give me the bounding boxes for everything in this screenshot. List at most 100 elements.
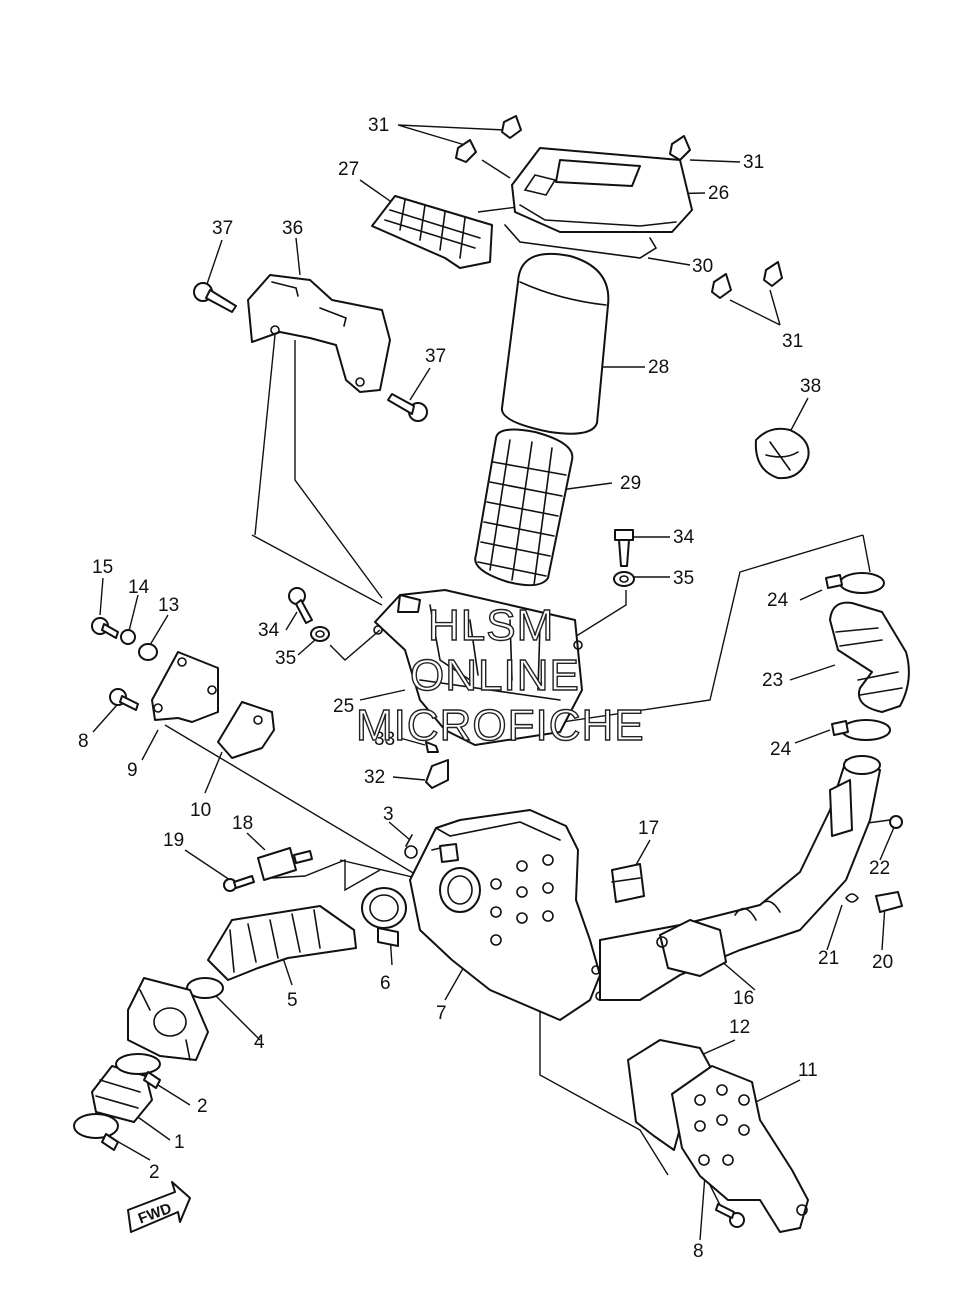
- callout-10: 10: [190, 800, 211, 821]
- clip-31-a: [455, 115, 522, 163]
- bolt-8-b: [715, 1203, 745, 1228]
- callout-33: 33: [374, 729, 395, 750]
- callout-22: 22: [869, 858, 890, 879]
- callout-29: 29: [620, 473, 641, 494]
- callout-2: 2: [149, 1162, 160, 1183]
- callout-1: 1: [174, 1132, 185, 1153]
- clamp-38: [754, 427, 810, 480]
- clip-21: [845, 893, 860, 903]
- callout-9: 9: [127, 760, 138, 781]
- clip-3: [404, 834, 418, 859]
- sensor-18: [257, 847, 313, 881]
- clamp-2-a: [115, 1053, 161, 1089]
- element-27: [371, 195, 493, 269]
- bracket-9: [151, 651, 219, 723]
- collar-13: [138, 643, 158, 661]
- callout-28: 28: [648, 357, 669, 378]
- callout-11: 11: [798, 1060, 818, 1081]
- bolt-8-a: [109, 688, 139, 711]
- callout-26: 26: [708, 183, 729, 204]
- gasket-30: [504, 224, 658, 259]
- watermark-line-1: HLSM: [428, 601, 554, 650]
- callout-35: 35: [673, 568, 694, 589]
- fwd-arrow: FWD: [127, 1181, 191, 1233]
- protector-11: [671, 1065, 809, 1233]
- callout-24: 24: [767, 590, 789, 611]
- callout-16: 16: [733, 988, 754, 1009]
- callout-31: 31: [743, 152, 764, 173]
- callout-labels: 31 31 31 27 26 30 37 36 37 28 38 29 34 3…: [78, 115, 893, 1262]
- callout-36: 36: [282, 218, 303, 239]
- callout-34: 34: [673, 527, 695, 548]
- callout-7: 7: [436, 1003, 447, 1024]
- cover-36: [247, 274, 391, 393]
- bracket-10: [217, 701, 275, 759]
- callout-25: 25: [333, 696, 354, 717]
- callout-13: 13: [158, 595, 179, 616]
- nut-14: [120, 629, 136, 645]
- air-cleaner-cover: [511, 147, 693, 233]
- callout-20: 20: [872, 952, 893, 973]
- element-28: [501, 252, 610, 435]
- watermark: HLSM ONLINE MICROFICHE: [355, 600, 645, 750]
- callout-32: 32: [364, 767, 385, 788]
- callout-3: 3: [383, 804, 394, 825]
- bolt-37-a: [193, 282, 237, 313]
- callout-19: 19: [163, 830, 184, 851]
- damper-17: [611, 863, 645, 903]
- callout-15: 15: [92, 557, 113, 578]
- ring-4: [186, 977, 224, 999]
- clip-31-b: [669, 135, 691, 161]
- callout-23: 23: [762, 670, 783, 691]
- cap-20: [875, 891, 903, 913]
- callout-4: 4: [254, 1032, 265, 1053]
- leader-lines: [92, 124, 896, 1241]
- callout-24: 24: [770, 739, 792, 760]
- callout-35: 35: [275, 648, 296, 669]
- callout-31: 31: [782, 331, 803, 352]
- callout-34: 34: [258, 620, 280, 641]
- bolt-22: [889, 815, 903, 829]
- screw-33: [425, 741, 439, 753]
- washer-35-b: [310, 626, 330, 642]
- joint-1: [91, 1065, 153, 1123]
- throttle-body-1: [127, 977, 209, 1061]
- clamp-16: [656, 919, 727, 977]
- case-25: [373, 589, 583, 746]
- joint-5: [207, 905, 357, 981]
- washer-35-a: [613, 571, 635, 587]
- callout-27: 27: [338, 159, 359, 180]
- callout-6: 6: [380, 973, 391, 994]
- callout-38: 38: [800, 376, 821, 397]
- callout-2: 2: [197, 1096, 208, 1117]
- joint-23: [829, 601, 910, 713]
- clamp-6: [361, 887, 407, 947]
- screw-19: [223, 875, 255, 892]
- callout-8: 8: [693, 1241, 704, 1262]
- callout-31: 31: [368, 115, 389, 136]
- element-29: [474, 428, 574, 587]
- callout-8: 8: [78, 731, 89, 752]
- silencer-7: [409, 809, 605, 1021]
- callout-21: 21: [818, 948, 839, 969]
- callout-5: 5: [287, 990, 298, 1011]
- callout-14: 14: [128, 577, 150, 598]
- clip-31-c: [711, 261, 783, 299]
- bolt-37-b: [387, 393, 428, 422]
- watermark-line-2: ONLINE: [410, 651, 580, 700]
- callout-18: 18: [232, 813, 253, 834]
- callout-37: 37: [212, 218, 233, 239]
- callout-12: 12: [729, 1017, 750, 1038]
- clip-32: [425, 759, 449, 789]
- callout-37: 37: [425, 346, 446, 367]
- clamp-2-b: [73, 1113, 119, 1151]
- callout-30: 30: [692, 256, 713, 277]
- bolt-34-b: [288, 587, 313, 624]
- watermark-line-3: MICROFICHE: [356, 701, 645, 750]
- clamp-24-a: [825, 572, 885, 594]
- clamp-24-b: [831, 719, 891, 741]
- bolt-15: [91, 617, 119, 639]
- callout-17: 17: [638, 818, 659, 839]
- bolt-34-a: [614, 529, 634, 567]
